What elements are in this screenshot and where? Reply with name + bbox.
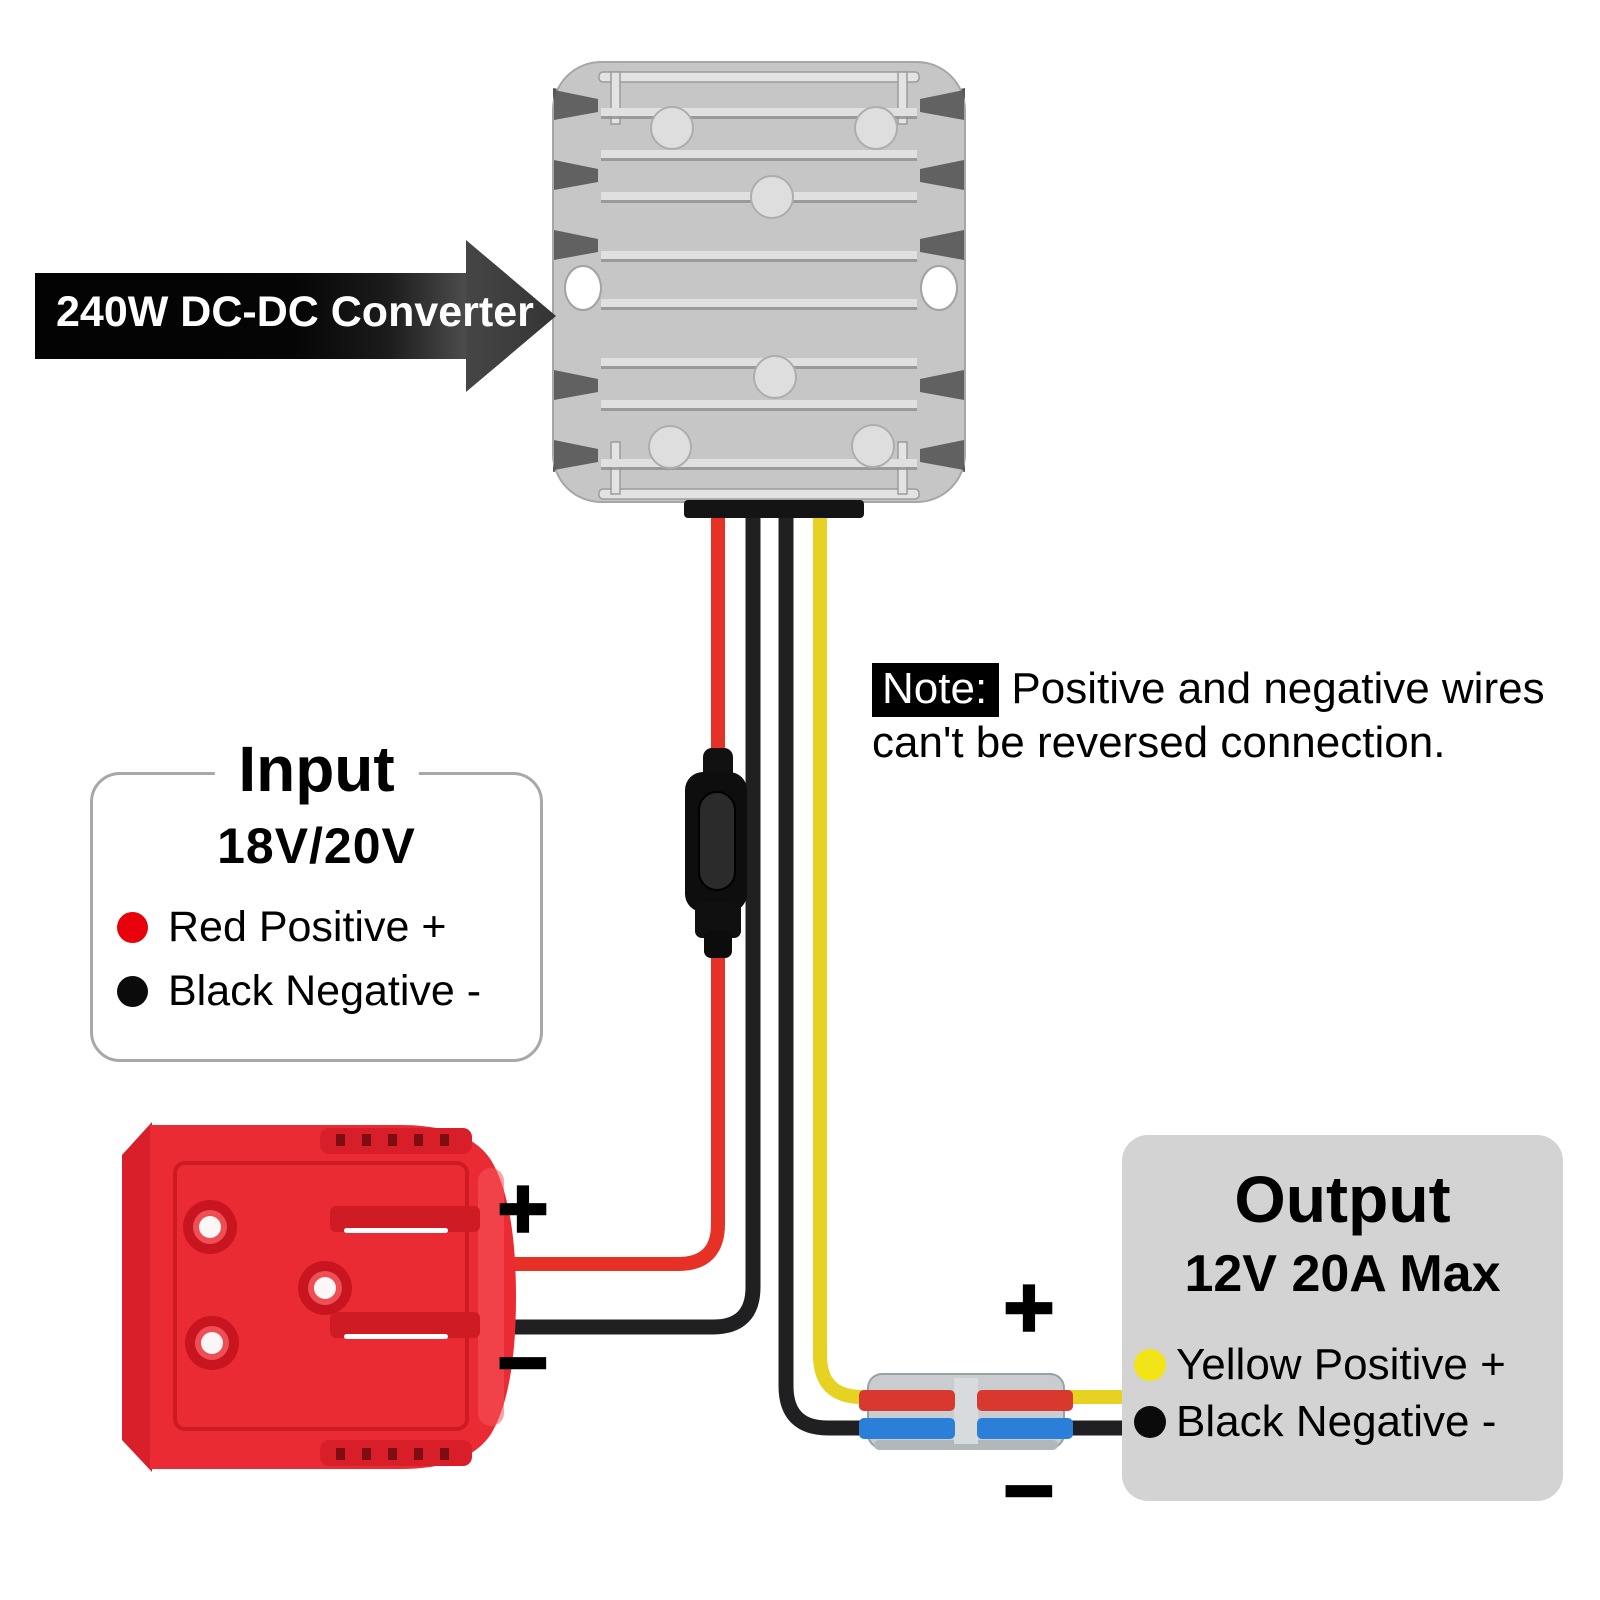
dc-dc-converter [552,61,966,518]
output-positive-wire-yellow [813,505,1132,1404]
adapter-nose-highlight [478,1168,504,1426]
output-negative-wire-black [778,505,1132,1436]
fuse-clip [695,902,741,938]
input-legend-red: Red Positive + [117,903,446,952]
converter-label: 240W DC-DC Converter [56,288,534,336]
input-panel: Input 18V/20V Red Positive + Black Negat… [90,731,543,1062]
adapter-bottom-tab-grooves [336,1448,449,1460]
heatsink-body [552,61,966,503]
connector-red-lever-right [977,1390,1073,1411]
fuse-lower-sleeve [704,930,732,958]
adapter-left-cap [122,1122,152,1472]
arrow-callout-band [35,273,467,359]
note-text-2: can't be reversed connection. [872,717,1446,767]
note-block: Note: Positive and negative wires can't … [872,662,1545,769]
input-minus-mark: − [496,1312,550,1412]
adapter-inner-panel [173,1161,469,1431]
output-minus-mark: − [1002,1440,1056,1540]
connector-blue-lever-left [859,1418,955,1439]
red-dot-icon [117,912,148,943]
adapter-top-tab-grooves [336,1134,449,1146]
connector-divider [954,1378,978,1444]
lever-wire-connector [859,1373,1073,1450]
heatsink-fin-shadows [554,90,964,470]
output-title: Output [1234,1162,1451,1236]
output-plus-mark: + [1002,1257,1056,1357]
output-rating: 12V 20A Max [1184,1244,1501,1303]
connector-red-lever-left [859,1390,955,1411]
input-voltage: 18V/20V [217,818,416,874]
input-plus-mark: + [496,1158,550,1258]
adapter-terminal-blade-bottom [344,1334,448,1339]
output-legend-black-label: Black Negative - [1176,1397,1497,1446]
output-legend-black: Black Negative - [1134,1397,1496,1447]
output-panel: Output 12V 20A Max Yellow Positive + Bla… [1122,1135,1563,1501]
connector-lip [874,1440,1058,1450]
note-badge: Note: [872,663,1000,717]
note-text-1: Positive and negative wires [1011,664,1545,713]
battery-adapter [122,1122,516,1472]
input-negative-wire-black [468,505,761,1335]
adapter-terminal-slot-bottom [330,1312,480,1338]
yellow-dot-icon [1134,1349,1166,1381]
input-positive-wire-red [468,505,725,1271]
adapter-terminal-blade-top [344,1228,448,1233]
connector-blue-lever-right [977,1418,1073,1439]
adapter-screw-holes [183,1200,352,1370]
black-dot-icon [1134,1406,1166,1438]
converter-cable-gland [684,500,864,518]
input-legend-black: Black Negative - [117,967,481,1016]
output-legend-yellow: Yellow Positive + [1134,1340,1506,1390]
adapter-terminal-slot-top [330,1206,480,1232]
mounting-holes [564,265,958,311]
fuse-cap [698,791,736,891]
input-legend-red-label: Red Positive + [168,903,447,951]
inline-fuse-holder [685,748,747,958]
black-dot-icon [117,976,148,1007]
input-legend-black-label: Black Negative - [168,967,482,1015]
output-legend-yellow-label: Yellow Positive + [1176,1340,1506,1389]
input-title: Input [214,731,419,808]
note-line-1: Note: Positive and negative wires [872,662,1545,717]
heatsink-screws [648,106,898,469]
